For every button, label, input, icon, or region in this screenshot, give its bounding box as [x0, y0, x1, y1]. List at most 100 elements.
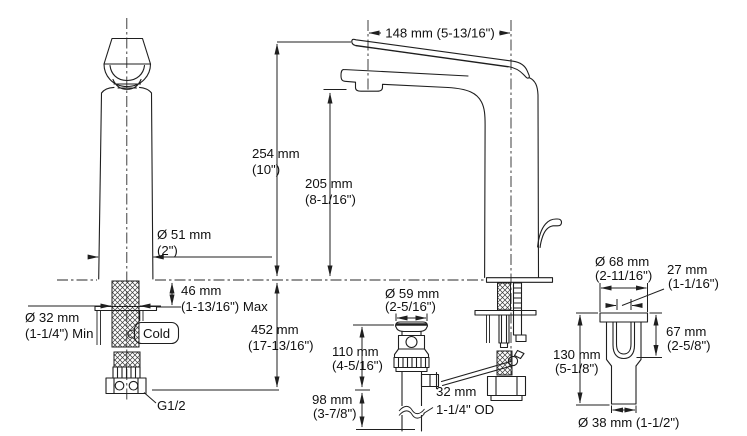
tailpiece-leader — [423, 407, 434, 414]
left-hose-ferrule — [112, 366, 141, 379]
dim-label: (17-13/16") — [248, 338, 314, 353]
dim-ext-depth: 67 mm (2-5/8") — [636, 312, 711, 358]
spout-and-body-outline — [340, 68, 540, 279]
dim-label: 98 mm — [312, 392, 352, 407]
left-supply-nut — [105, 377, 147, 395]
drain-extension-view: Ø 68 mm (2-11/16") 27 mm (1-1/16") 67 mm… — [553, 254, 719, 430]
dim-label: 67 mm — [666, 324, 706, 339]
dim-label: 148 mm (5-13/16") — [385, 26, 495, 41]
handle-lever-inner-line — [355, 45, 509, 68]
drain-assembly-view: Ø 59 mm (2-5/16") 32 mm 1-1/4" OD — [385, 286, 494, 432]
pivot-ball-joint — [507, 355, 519, 367]
extension-inner-slot — [612, 321, 636, 360]
dim-ext-tube: Ø 38 mm (1-1/2") — [578, 405, 679, 430]
left-mounting-studs — [96, 310, 144, 345]
drain-body — [397, 330, 426, 350]
dim-spout-reach: 148 mm (5-13/16") — [368, 26, 511, 41]
elbow-fitting — [486, 375, 527, 402]
left-nut-hole-2 — [128, 380, 139, 391]
dim-label: 1-1/4" OD — [436, 402, 494, 417]
cold-tag-loop — [127, 329, 135, 339]
dim-label: (2-5/16") — [385, 299, 436, 314]
cold-tag-frame — [133, 321, 180, 345]
dim-label: (4-5/16") — [332, 358, 383, 373]
dim-label: Ø 59 mm — [385, 286, 439, 301]
drain-stopper-cap — [394, 321, 429, 333]
drain-overflow-hole — [405, 335, 418, 349]
extension-upper-body — [605, 321, 642, 367]
dim-body-diameter: Ø 51 mm (2") — [87, 227, 272, 260]
cold-tag: Cold — [127, 321, 180, 345]
dim-mounting-hole: Ø 32 mm (1-1/4") Min — [25, 303, 161, 341]
dim-ext-flange: Ø 68 mm (2-11/16") — [595, 254, 652, 312]
middle-faucet-side-view — [340, 20, 563, 402]
dim-supply-length: 452 mm (17-13/16") — [152, 282, 314, 391]
dim-drain-lower: 98 mm (3-7/8") — [312, 392, 415, 430]
pivot-rod — [440, 360, 513, 387]
extension-lines — [616, 299, 632, 310]
dim-label: (8-1/16") — [305, 192, 356, 207]
dim-label: Ø 32 mm — [25, 310, 79, 325]
extension-flange — [599, 312, 649, 323]
dim-label: (10") — [252, 162, 280, 177]
mounting-stud — [512, 282, 523, 336]
dim-label: 110 mm — [332, 344, 379, 359]
dim-label: (3-7/8") — [313, 406, 357, 421]
supply-thread-callout: G1/2 — [143, 392, 186, 413]
extension-lines — [599, 283, 648, 312]
tube-break-mask — [400, 406, 424, 415]
dim-label: (2-5/8") — [667, 338, 711, 353]
dim-label: 27 mm — [667, 262, 707, 277]
dim-label: (1-13/16") Max — [181, 299, 268, 314]
stud-foot — [515, 334, 527, 343]
plate-rod — [486, 315, 490, 343]
tube-break-symbol — [398, 405, 425, 419]
supply-thread-leader — [143, 392, 157, 404]
dim-label: 452 mm — [251, 322, 299, 337]
base-flange — [485, 277, 554, 283]
cold-tag-label: Cold — [143, 326, 170, 341]
left-mounting-washer — [94, 305, 158, 312]
dim-label: 205 mm — [305, 176, 353, 191]
left-braided-hose — [113, 351, 141, 368]
dim-label: 254 mm — [252, 146, 300, 161]
extension-lines — [395, 313, 428, 321]
dim-label: (1-1/16") — [668, 276, 719, 291]
drain-tailpiece — [401, 370, 423, 432]
dim-label: 32 mm — [436, 384, 476, 399]
dim-label: Ø 68 mm — [595, 254, 649, 269]
pivot-rod-port — [420, 371, 440, 390]
dim-label: Ø 51 mm — [157, 227, 211, 242]
dim-label: (2-11/16") — [595, 268, 652, 283]
mounting-plate — [474, 309, 537, 316]
dim-label: 130 mm — [553, 347, 601, 362]
supply-thread-label: G1/2 — [157, 398, 186, 413]
left-nut-hole-1 — [114, 380, 125, 391]
dim-outlet-height: 205 mm (8-1/16") — [305, 89, 356, 277]
dim-ext-slot: 27 mm (1-1/16") — [605, 262, 719, 310]
middle-threaded-shank — [497, 282, 511, 311]
drain-washer — [395, 366, 428, 373]
extension-lines — [576, 312, 610, 406]
dim-label: (5-1/8") — [555, 361, 599, 376]
left-faucet-front-view: Cold G1/2 — [94, 18, 186, 413]
dim-label: (2") — [157, 243, 178, 258]
dim-label: Ø 38 mm (1-1/2") — [578, 415, 679, 430]
dim-label: 46 mm — [181, 283, 221, 298]
handle-lever — [351, 38, 530, 79]
left-handle-bowl — [103, 63, 152, 90]
drain-flare — [393, 348, 430, 359]
dim-overall-height: 254 mm (10") — [252, 41, 351, 277]
drain-lift-knob — [537, 218, 563, 249]
extension-lower-tube — [610, 365, 637, 405]
dim-ext-height: 130 mm (5-1/8") — [553, 312, 610, 406]
left-body-outline — [98, 86, 154, 280]
pivot-clevis — [513, 349, 525, 360]
plate-tube — [498, 314, 510, 349]
dim-label: (1-1/4") Min — [25, 326, 93, 341]
dim-drain-upper: 110 mm (4-5/16") — [332, 324, 394, 391]
dim-deck-thickness: 46 mm (1-13/16") Max — [156, 282, 268, 314]
extension-lines — [636, 312, 662, 358]
